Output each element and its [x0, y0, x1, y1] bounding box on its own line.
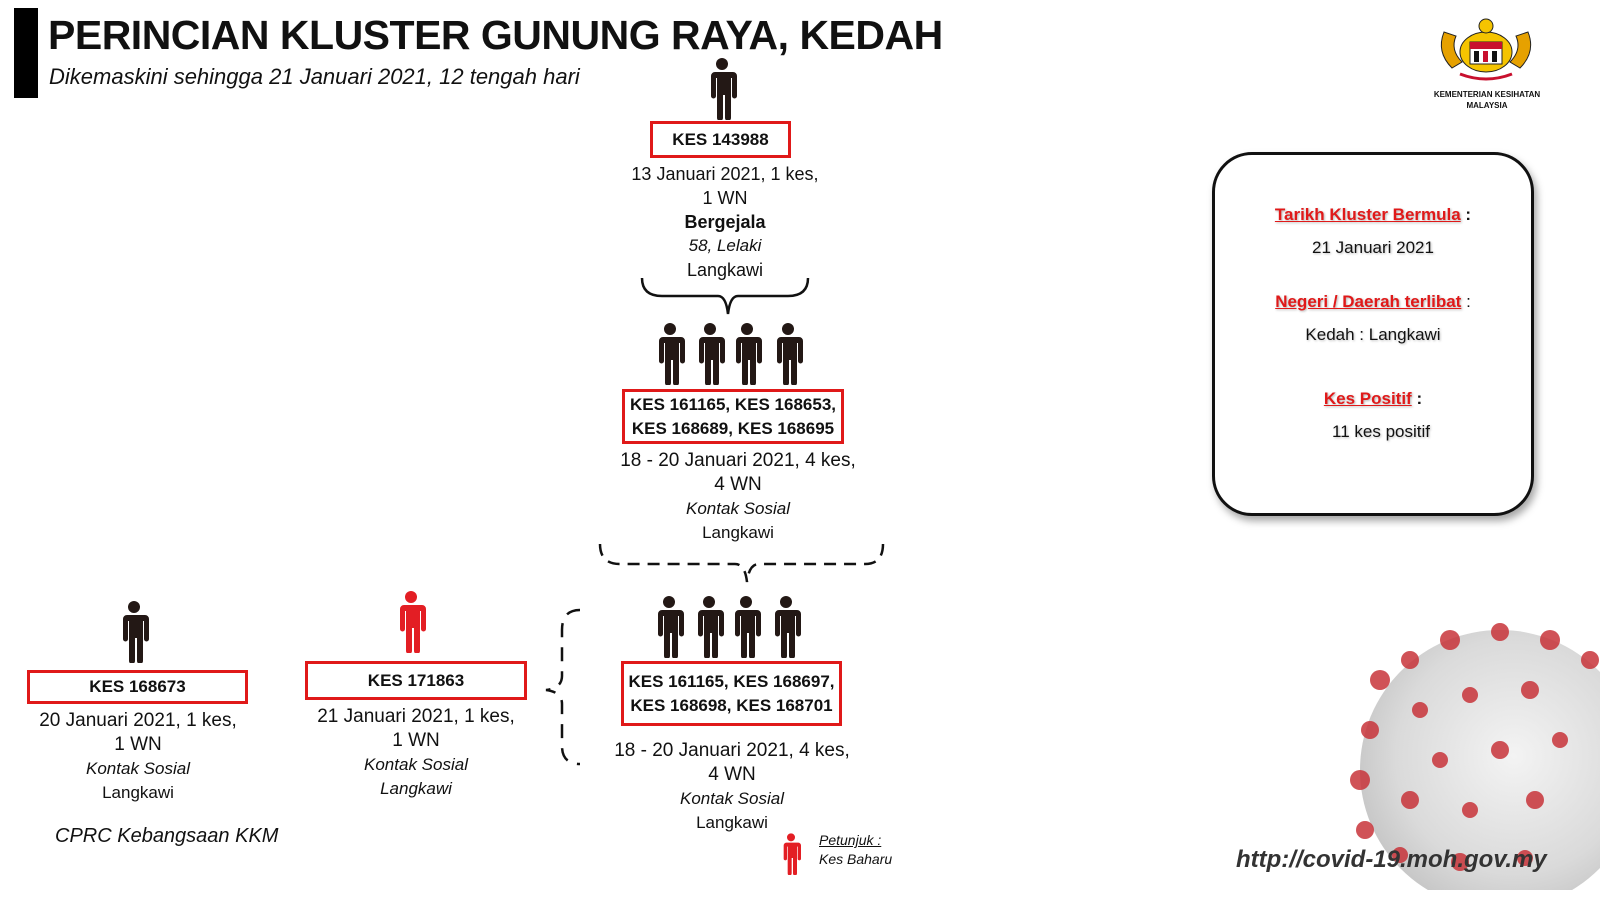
case-date: 18 - 20 Januari 2021, 4 kes,	[620, 450, 856, 471]
page-title: PERINCIAN KLUSTER GUNUNG RAYA, KEDAH	[48, 12, 943, 58]
case-171863-info: 21 Januari 2021, 1 kes, 1 WN Kontak Sosi…	[300, 705, 532, 801]
index-case-info: 13 Januari 2021, 1 kes, 1 WN Bergejala 5…	[625, 162, 825, 282]
case-profile: 58, Lelaki	[688, 236, 762, 255]
case-168673-info: 20 Januari 2021, 1 kes, 1 WN Kontak Sosi…	[22, 709, 254, 805]
case-box-171863: KES 171863	[305, 661, 527, 700]
case-status: Bergejala	[684, 212, 766, 232]
group-2-info: 18 - 20 Januari 2021, 4 kes, 4 WN Kontak…	[601, 739, 863, 835]
case-label: KES 171863	[367, 670, 465, 690]
case-label-line1: KES 161165, KES 168697,	[628, 671, 835, 691]
source-credit: CPRC Kebangsaan KKM	[55, 825, 279, 847]
title-accent-bar	[14, 8, 38, 98]
start-date-value: 21 Januari 2021	[1312, 238, 1434, 257]
start-date-label: Tarikh Kluster Bermula	[1274, 205, 1461, 224]
case-nationality: 4 WN	[708, 764, 756, 785]
case-category: Kontak Sosial	[686, 499, 790, 518]
coronavirus-illustration	[1350, 623, 1600, 890]
case-box-group-2: KES 161165, KES 168697, KES 168698, KES …	[621, 661, 842, 726]
person-icon	[731, 596, 761, 658]
malaysia-coat-of-arms-icon	[1440, 18, 1532, 81]
case-date: 20 Januari 2021, 1 kes,	[39, 710, 237, 731]
person-icon	[732, 323, 762, 385]
case-date: 13 Januari 2021, 1 kes,	[631, 164, 819, 184]
region-label: Negeri / Daerah terlibat	[1275, 292, 1462, 311]
case-date: 21 Januari 2021, 1 kes,	[317, 706, 515, 727]
case-box-143988: KES 143988	[650, 121, 791, 158]
logo-text-line2: MALAYSIA	[1466, 101, 1508, 110]
logo-text-line1: KEMENTERIAN KESIHATAN	[1433, 90, 1541, 99]
case-label-line2: KES 168698, KES 168701	[630, 695, 833, 715]
person-icon	[655, 323, 685, 385]
person-icon	[694, 596, 724, 658]
case-location: Langkawi	[686, 260, 764, 280]
person-icon	[654, 596, 684, 658]
colon: :	[1466, 292, 1471, 311]
colon: :	[1416, 389, 1423, 408]
dashed-vertical-brace	[545, 608, 581, 766]
person-icon	[771, 596, 801, 658]
case-nationality: 4 WN	[714, 474, 762, 495]
page-subtitle: Dikemaskini sehingga 21 Januari 2021, 12…	[49, 64, 580, 89]
case-nationality: 1 WN	[392, 730, 440, 751]
colon: :	[1465, 205, 1472, 224]
new-case-legend-icon	[781, 833, 801, 875]
person-icon	[695, 323, 725, 385]
dashed-brace-connector	[598, 543, 885, 583]
case-location: Langkawi	[102, 783, 174, 802]
case-box-168673: KES 168673	[27, 670, 248, 704]
case-nationality: 1 WN	[702, 188, 748, 208]
legend-title: Petunjuk :	[819, 832, 882, 848]
case-category: Kontak Sosial	[680, 789, 784, 808]
new-case-person-icon	[396, 591, 426, 653]
cluster-summary-panel: Tarikh Kluster Bermula : 21 Januari 2021…	[1212, 152, 1534, 516]
person-icon	[707, 58, 737, 120]
case-location: Langkawi	[380, 779, 452, 798]
case-category: Kontak Sosial	[364, 755, 468, 774]
person-icon	[773, 323, 803, 385]
case-label-line2: KES 168689, KES 168695	[631, 418, 835, 438]
case-nationality: 1 WN	[114, 734, 162, 755]
positive-value: 11 kes positif	[1332, 422, 1430, 441]
case-label-line1: KES 161165, KES 168653,	[629, 394, 837, 414]
case-location: Langkawi	[702, 523, 774, 542]
case-label: KES 143988	[672, 129, 769, 149]
case-date: 18 - 20 Januari 2021, 4 kes,	[614, 740, 850, 761]
brace-connector	[640, 277, 810, 315]
person-icon	[119, 601, 149, 663]
case-box-group-1: KES 161165, KES 168653, KES 168689, KES …	[622, 389, 844, 444]
case-location: Langkawi	[696, 813, 768, 832]
case-category: Kontak Sosial	[86, 759, 190, 778]
group-1-info: 18 - 20 Januari 2021, 4 kes, 4 WN Kontak…	[608, 449, 868, 545]
positive-label: Kes Positif	[1323, 389, 1412, 408]
legend-new-case: Kes Baharu	[819, 851, 893, 867]
website-url: http://covid-19.moh.gov.my	[1236, 846, 1547, 873]
region-value: Kedah : Langkawi	[1305, 325, 1441, 344]
case-label: KES 168673	[89, 677, 186, 696]
